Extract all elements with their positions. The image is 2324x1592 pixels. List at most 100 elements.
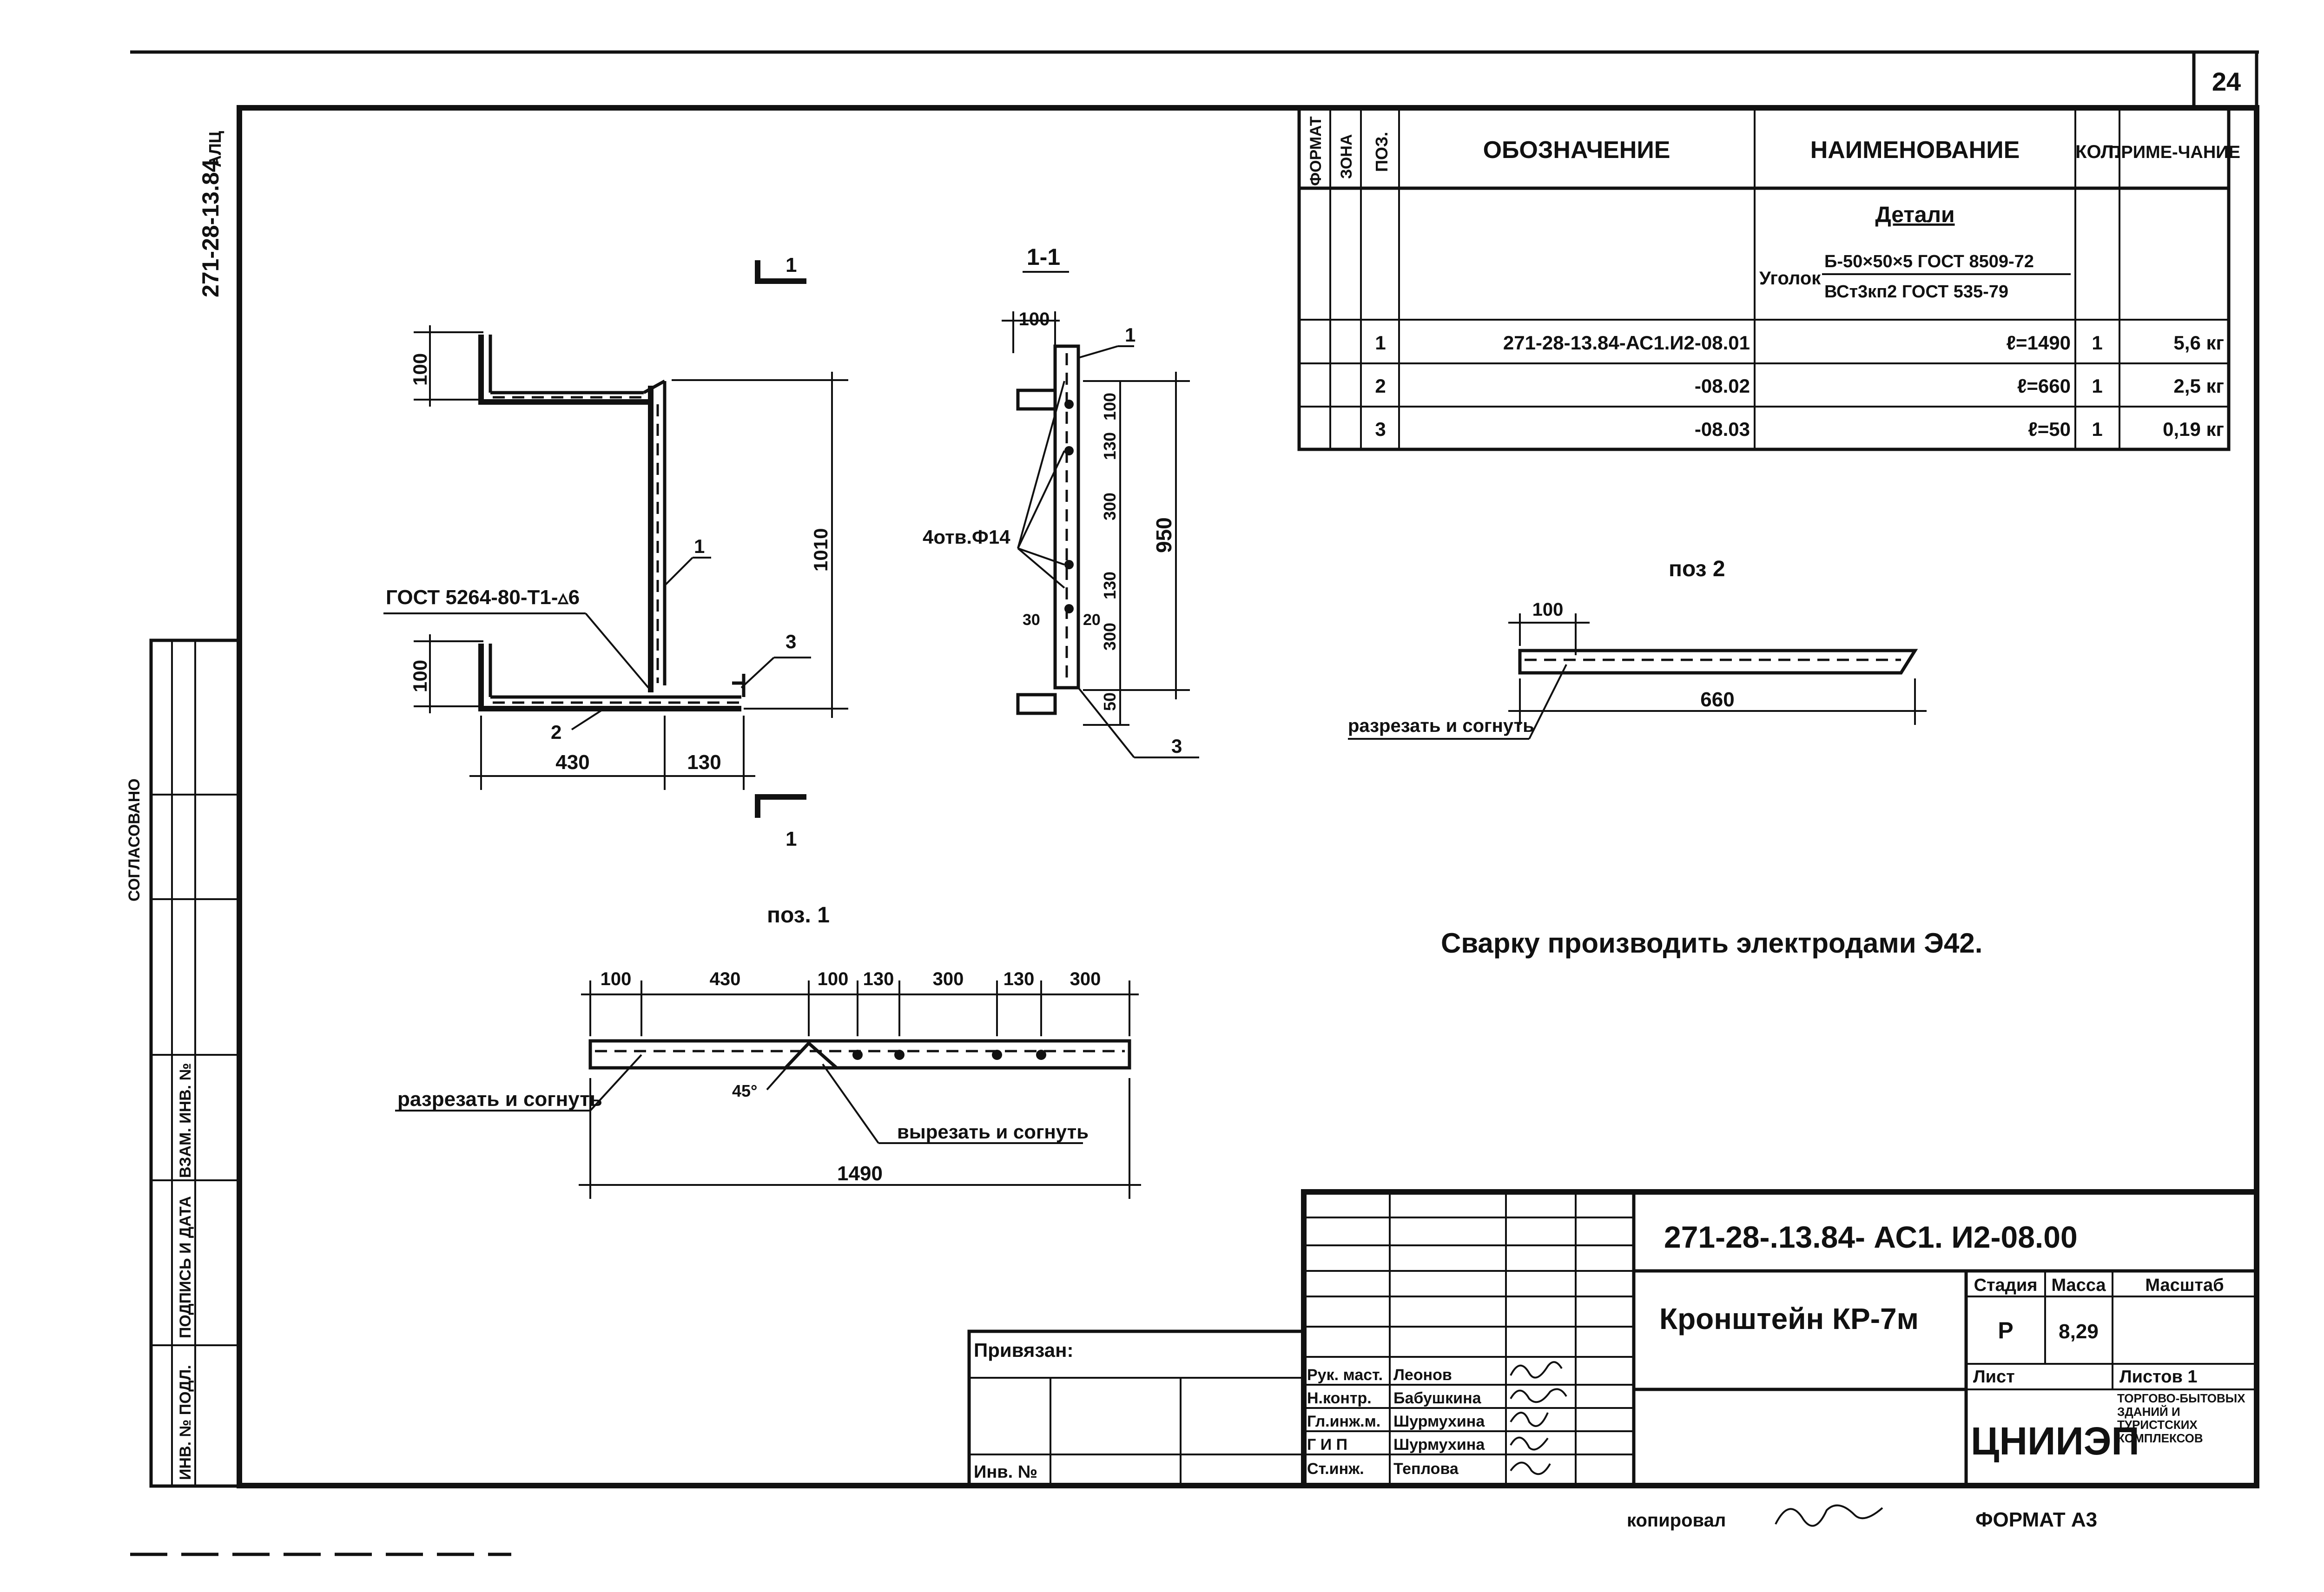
pos2-view bbox=[1348, 613, 1927, 740]
svg-text:-08.03: -08.03 bbox=[1695, 418, 1750, 440]
staff-row: Н.контр. Бабушкина bbox=[1307, 1389, 1482, 1407]
main-bracket-view bbox=[383, 260, 848, 818]
dim-sec-d3: 300 bbox=[1100, 493, 1119, 520]
svg-text:5,6 кг: 5,6 кг bbox=[2173, 332, 2224, 354]
title-object: Кронштейн КР-7м bbox=[1659, 1302, 1919, 1335]
svg-text:Шурмухина: Шурмухина bbox=[1393, 1436, 1485, 1454]
section-title: 1-1 bbox=[1027, 244, 1060, 270]
inv-label: Инв. № bbox=[974, 1462, 1037, 1482]
svg-text:Теплова: Теплова bbox=[1393, 1460, 1459, 1478]
svg-text:Леонов: Леонов bbox=[1393, 1366, 1452, 1384]
svg-text:0,19 кг: 0,19 кг bbox=[2163, 418, 2224, 440]
svg-text:ℓ=1490: ℓ=1490 bbox=[2007, 332, 2071, 354]
dim-sec-total: 950 bbox=[1152, 517, 1176, 553]
spec-table bbox=[1297, 106, 2231, 451]
dim-sec-d4: 130 bbox=[1100, 572, 1119, 599]
margin-stamp-grid bbox=[149, 638, 241, 1488]
sec-leader-3: 3 bbox=[1171, 735, 1182, 757]
angle-45: 45° bbox=[732, 1081, 757, 1100]
pos1-cut-bend: разрезать и согнуть bbox=[397, 1088, 602, 1111]
staff-row: Рук. маст. Леонов bbox=[1307, 1366, 1452, 1384]
material-label: Уголок bbox=[1759, 268, 1821, 289]
dim-pos1-s1: 100 bbox=[601, 969, 632, 989]
pos2-cut-bend: разрезать и согнуть bbox=[1348, 716, 1534, 736]
gost-note: ГОСТ 5264-80-Т1-▵6 bbox=[386, 586, 580, 609]
signatures bbox=[1510, 1361, 1567, 1475]
svg-text:Гл.инж.м.: Гл.инж.м. bbox=[1307, 1413, 1380, 1430]
tied-label: Привязан: bbox=[974, 1339, 1073, 1361]
sign-date-label: ПОДПИСЬ И ДАТА bbox=[177, 1196, 194, 1338]
dim-pos1-total: 1490 bbox=[837, 1162, 883, 1185]
pos1-view bbox=[395, 980, 1141, 1199]
svg-text:Шурмухина: Шурмухина bbox=[1393, 1413, 1485, 1430]
svg-text:Бабушкина: Бабушкина bbox=[1393, 1389, 1482, 1407]
dim-sec-top: 100 bbox=[1019, 309, 1050, 329]
spec-row: 3 -08.03 ℓ=50 1 0,19 кг bbox=[1375, 418, 2224, 440]
col-pos: ПОЗ. bbox=[1372, 132, 1391, 172]
dim-sec-d5: 20 bbox=[1083, 611, 1101, 629]
svg-text:2: 2 bbox=[1375, 375, 1386, 397]
pos1-cut-out-bend: вырезать и согнуть bbox=[897, 1121, 1089, 1143]
col-designation: ОБОЗНАЧЕНИЕ bbox=[1483, 137, 1670, 164]
copied-label: копировал bbox=[1627, 1510, 1726, 1531]
staff-row: Гл.инж.м. Шурмухина bbox=[1307, 1413, 1485, 1430]
spec-row: 1 271-28-13.84-АС1.И2-08.01 ℓ=1490 1 5,6… bbox=[1375, 332, 2224, 354]
weld-note: Сварку производить электродами Э42. bbox=[1441, 928, 1982, 959]
org-name: ЦНИИЭП bbox=[1971, 1419, 2139, 1463]
inv-sub-label: ИНВ. № ПОДЛ. bbox=[177, 1365, 194, 1480]
material-top: Б-50×50×5 ГОСТ 8509-72 bbox=[1824, 252, 2034, 271]
copied-signature bbox=[1775, 1504, 1883, 1527]
svg-text:1: 1 bbox=[2092, 418, 2102, 440]
svg-text:1: 1 bbox=[2092, 332, 2102, 354]
dim-main-bottom: 100 bbox=[409, 660, 431, 692]
spec-row: 2 -08.02 ℓ=660 1 2,5 кг bbox=[1375, 375, 2224, 397]
scale-header: Масштаб bbox=[2145, 1276, 2224, 1295]
agreed-label: СОГЛАСОВАНО bbox=[125, 778, 143, 901]
cut-mark-top: 1 bbox=[786, 254, 797, 276]
pos2-title: поз 2 bbox=[1669, 557, 1725, 581]
svg-text:1: 1 bbox=[1375, 332, 1386, 354]
leader-3: 3 bbox=[786, 631, 796, 652]
dim-pos1-s3: 100 bbox=[818, 969, 849, 989]
margin-mark: АЛЦ bbox=[205, 131, 224, 167]
mass-value: 8,29 bbox=[2059, 1320, 2099, 1343]
dim-sec-d7: 50 bbox=[1100, 692, 1119, 711]
staff-row: Ст.инж. Теплова bbox=[1307, 1460, 1459, 1478]
dim-sec-d6: 300 bbox=[1100, 623, 1119, 651]
dim-pos1-s4: 130 bbox=[863, 969, 894, 989]
sec-leader-1: 1 bbox=[1125, 324, 1136, 346]
holes-note: 4отв.Ф14 bbox=[923, 526, 1010, 548]
dim-main-top: 100 bbox=[409, 353, 431, 386]
dim-pos2-total: 660 bbox=[1700, 688, 1734, 711]
format-label: ФОРМАТ А3 bbox=[1975, 1508, 2097, 1531]
col-zone: ЗОНА bbox=[1338, 134, 1355, 179]
dim-sec-d8: 30 bbox=[1023, 611, 1040, 629]
svg-text:271-28-13.84-АС1.И2-08.01: 271-28-13.84-АС1.И2-08.01 bbox=[1503, 332, 1750, 354]
mass-header: Масса bbox=[2051, 1276, 2106, 1295]
col-note: ПРИМЕ-ЧАНИЕ bbox=[2108, 143, 2240, 162]
svg-text:Г И П: Г И П bbox=[1307, 1436, 1347, 1454]
svg-text:3: 3 bbox=[1375, 418, 1386, 440]
svg-text:Рук. маст.: Рук. маст. bbox=[1307, 1366, 1383, 1384]
leader-1: 1 bbox=[694, 535, 705, 557]
col-name: НАИМЕНОВАНИЕ bbox=[1810, 137, 2020, 164]
sheets-header: Листов 1 bbox=[2119, 1367, 2198, 1387]
dim-pos2-s1: 100 bbox=[1532, 599, 1564, 620]
stage-header: Стадия bbox=[1974, 1276, 2038, 1295]
section-1-1-view bbox=[1002, 271, 1199, 758]
dim-pos1-s2: 430 bbox=[710, 969, 741, 989]
dim-pos1-s5: 300 bbox=[933, 969, 964, 989]
stage-value: Р bbox=[1998, 1317, 2013, 1343]
staff-row: Г И П Шурмухина bbox=[1307, 1436, 1485, 1454]
dim-pos1-s7: 300 bbox=[1070, 969, 1101, 989]
svg-text:ℓ=50: ℓ=50 bbox=[2028, 418, 2071, 440]
svg-text:ℓ=660: ℓ=660 bbox=[2017, 375, 2071, 397]
leader-2: 2 bbox=[551, 721, 561, 743]
dim-sec-d2: 130 bbox=[1100, 432, 1119, 460]
svg-text:Ст.инж.: Ст.инж. bbox=[1307, 1460, 1364, 1478]
title-block-grid bbox=[967, 1189, 2259, 1488]
col-format: ФОРМАТ bbox=[1307, 116, 1325, 186]
svg-text:2,5 кг: 2,5 кг bbox=[2173, 375, 2224, 397]
dim-main-w1: 430 bbox=[555, 751, 589, 774]
